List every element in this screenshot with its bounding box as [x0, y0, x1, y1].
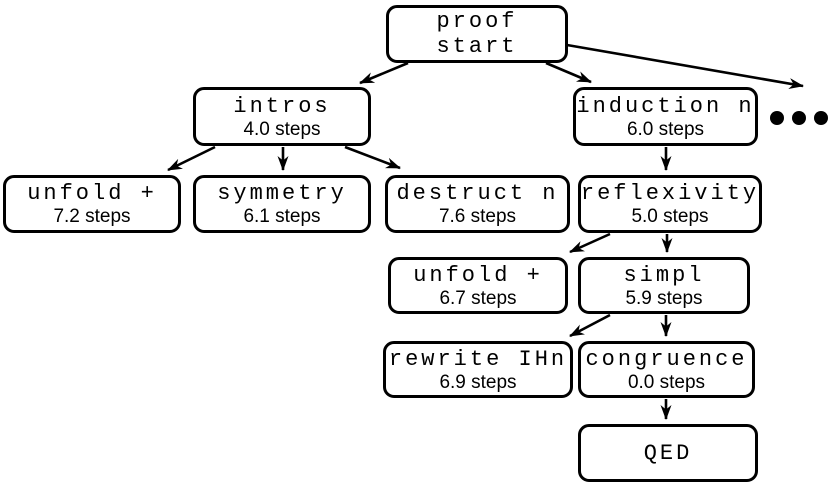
edge-proof-start-to-intros [359, 61, 409, 85]
node-intros: intros 4.0 steps [193, 87, 371, 146]
edge-reflexivity-to-unfold-plus-2 [569, 232, 611, 254]
node-label: induction n [576, 93, 755, 119]
node-label: rewrite IHn [388, 346, 568, 372]
node-label: symmetry [217, 181, 347, 206]
node-steps: 6.7 steps [439, 287, 517, 309]
node-label: intros [233, 93, 331, 119]
node-steps: 6.9 steps [439, 371, 517, 393]
node-steps: 5.0 steps [631, 206, 709, 227]
node-simpl: simpl 5.9 steps [578, 257, 750, 314]
node-label: reflexivity [580, 181, 760, 206]
node-label: unfold + [413, 262, 543, 288]
node-steps: 6.1 steps [243, 206, 321, 227]
node-congruence: congruence 0.0 steps [578, 341, 755, 398]
node-unfold-plus-1: unfold + 7.2 steps [3, 175, 181, 233]
node-destruct-n: destruct n 7.6 steps [385, 175, 570, 233]
edge-intros-to-unfold-plus-1 [167, 145, 216, 172]
node-steps: 5.9 steps [625, 287, 703, 309]
node-label: simpl [623, 262, 705, 288]
node-induction-n: induction n 6.0 steps [573, 87, 758, 146]
node-symmetry: symmetry 6.1 steps [193, 175, 371, 233]
node-unfold-plus-2: unfold + 6.7 steps [388, 257, 568, 314]
node-reflexivity: reflexivity 5.0 steps [578, 175, 762, 233]
node-qed: QED [578, 424, 758, 482]
edge-simpl-to-rewrite-ihn [569, 313, 611, 338]
node-label: congruence [585, 346, 748, 372]
node-rewrite-ihn: rewrite IHn 6.9 steps [383, 341, 573, 398]
node-label: destruct n [396, 181, 559, 206]
node-steps: 4.0 steps [243, 118, 321, 140]
node-steps: 0.0 steps [627, 371, 706, 393]
edge-intros-to-destruct-n [344, 145, 401, 170]
node-steps: 7.6 steps [438, 206, 517, 227]
edge-proof-start-to-induction-n [545, 61, 592, 84]
node-label: proof [436, 9, 518, 34]
node-steps: 7.2 steps [53, 206, 131, 227]
node-label-line2: start [436, 34, 518, 59]
node-proof-start: proof start [386, 5, 568, 63]
node-label: QED [643, 440, 693, 466]
edge-proof-start-to-more-branches [566, 43, 804, 90]
ellipsis-dots [770, 111, 828, 125]
node-steps: 6.0 steps [626, 118, 705, 140]
node-label: unfold + [27, 181, 157, 206]
